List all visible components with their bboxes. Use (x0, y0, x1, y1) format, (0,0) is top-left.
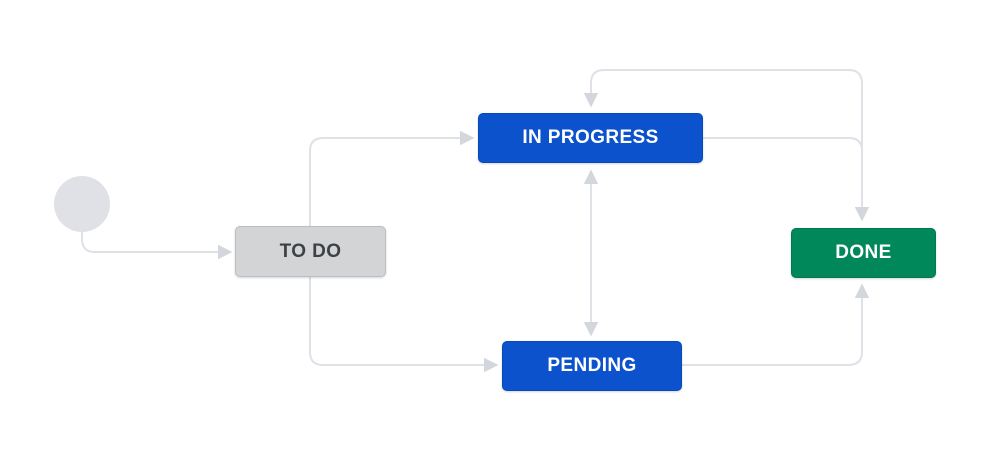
arrowhead-icon (218, 244, 233, 260)
transition-pending-to-done (682, 283, 870, 366)
arrowhead-icon (583, 93, 599, 108)
transition-inprogress-to-done (703, 137, 870, 222)
arrowhead-icon (854, 283, 870, 298)
arrowhead-icon (460, 130, 475, 146)
workflow-start-node (54, 176, 110, 232)
transition-line (309, 277, 484, 366)
transition-line (590, 69, 863, 200)
transition-line (682, 298, 863, 366)
status-label-todo: TO DO (279, 240, 342, 262)
transition-todo-to-inprogress (309, 130, 475, 226)
status-label-pending: PENDING (547, 355, 637, 376)
status-node-in-progress[interactable]: IN PROGRESS (478, 113, 703, 163)
arrowhead-icon (484, 357, 499, 373)
arrowhead-down-icon (583, 322, 599, 337)
transition-line (703, 137, 863, 207)
arrowhead-icon (854, 207, 870, 222)
transition-todo-to-pending (309, 277, 499, 373)
status-node-todo[interactable]: TO DO (235, 226, 386, 277)
transition-line (81, 231, 218, 253)
transition-inprogress-pending-bidirectional (583, 169, 599, 337)
transition-done-to-inprogress (583, 69, 863, 200)
status-label-done: DONE (835, 242, 892, 263)
arrowhead-up-icon (583, 169, 599, 184)
transition-start-to-todo (81, 231, 233, 260)
status-label-in-progress: IN PROGRESS (522, 127, 659, 148)
status-node-done[interactable]: DONE (791, 228, 936, 278)
transition-line (309, 137, 460, 226)
status-node-pending[interactable]: PENDING (502, 341, 682, 391)
